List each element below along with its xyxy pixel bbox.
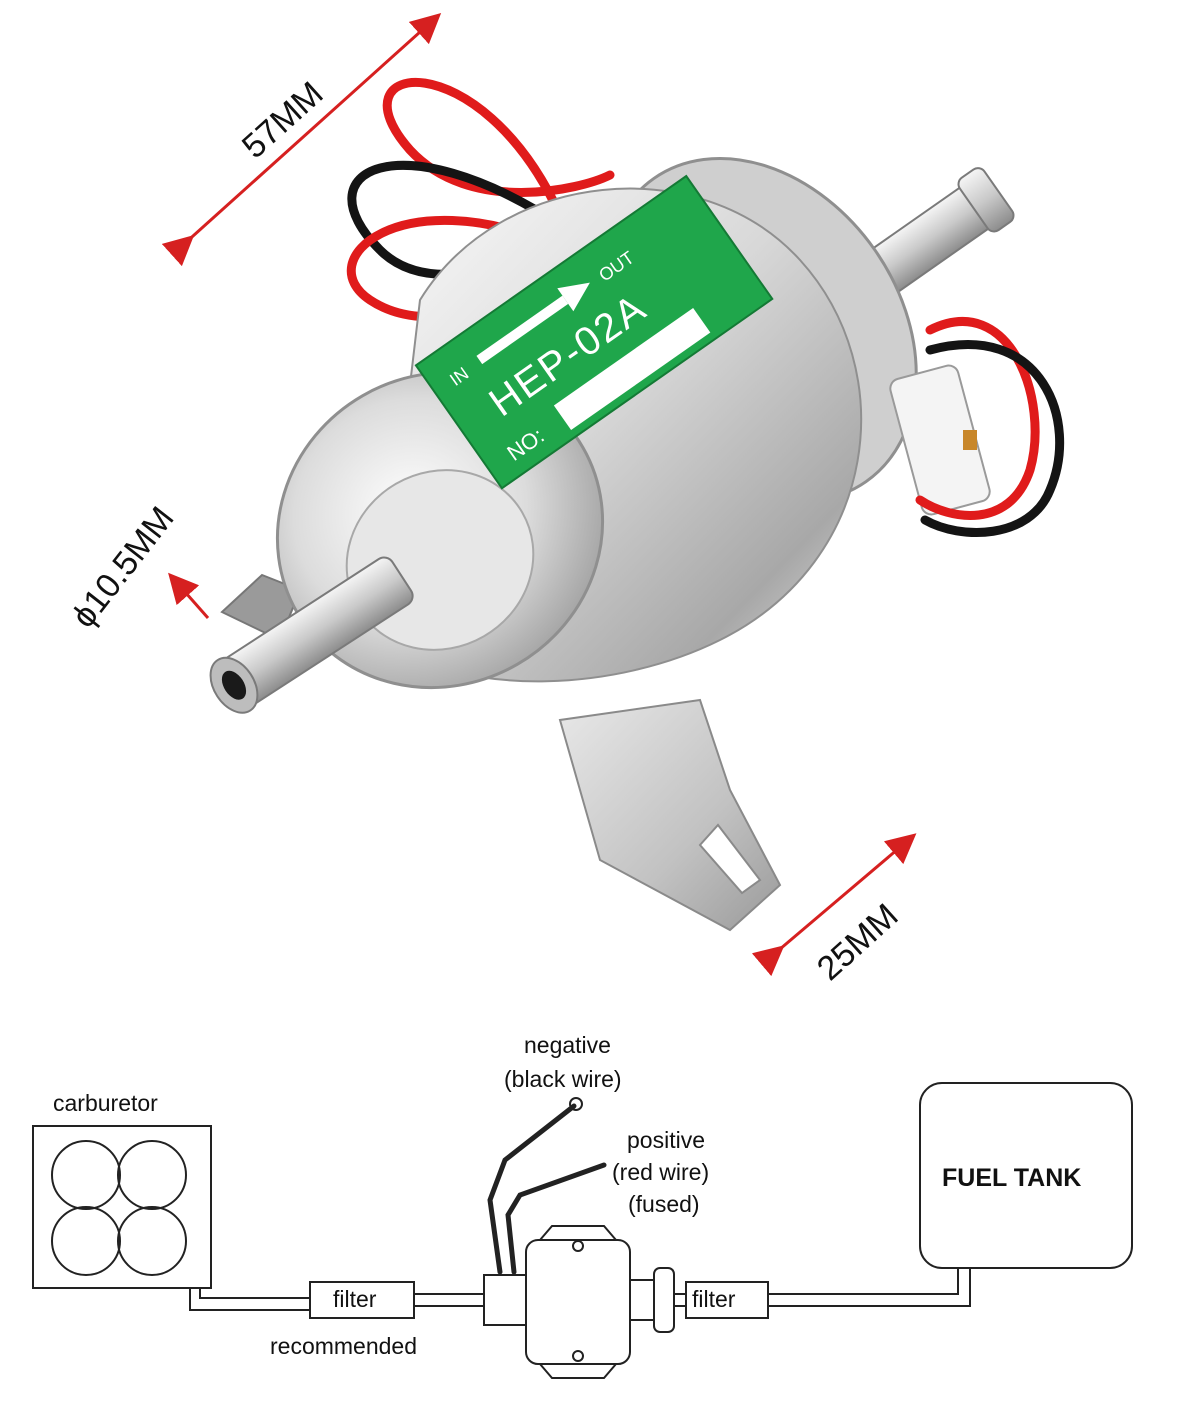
dimension-line-diameter	[168, 572, 210, 619]
filter-left-label: filter	[333, 1286, 377, 1312]
side-black-wire	[920, 340, 1065, 537]
dimension-line-bracket	[751, 833, 917, 977]
positive-label-line1: positive	[627, 1127, 705, 1153]
carburetor-barrel-3	[51, 1206, 121, 1276]
fuel-tank-box	[919, 1082, 1133, 1269]
carburetor-barrel-1	[51, 1140, 121, 1210]
pump-bottom-mount-hole	[572, 1350, 584, 1362]
negative-wire-terminal	[569, 1097, 583, 1111]
positive-label-line3: (fused)	[628, 1191, 700, 1217]
fuel-pump-illustration: IN OUT HEP-02A NO: 57MM ϕ10.5MM 25MM	[64, 12, 1065, 988]
pump-label: IN OUT HEP-02A NO:	[414, 174, 774, 490]
negative-label-line1: negative	[524, 1032, 611, 1058]
dimension-line-length	[161, 12, 442, 267]
negative-wire	[487, 1103, 577, 1275]
pump-bottom-mount	[539, 1363, 617, 1379]
negative-label-line2: (black wire)	[504, 1066, 622, 1092]
carburetor-label: carburetor	[53, 1090, 158, 1116]
positive-wire	[505, 1162, 607, 1275]
recommended-label: recommended	[270, 1333, 417, 1359]
pump-top-mount-hole	[572, 1240, 584, 1252]
pump-schematic-body	[525, 1239, 631, 1365]
carburetor-barrel-2	[117, 1140, 187, 1210]
label-arrow-head	[557, 282, 590, 312]
pump-inlet-coupler	[483, 1274, 527, 1326]
connector-pin	[963, 430, 977, 450]
pump-outlet-fitting	[629, 1279, 655, 1321]
filter-right-label: filter	[692, 1286, 736, 1312]
bracket-slot	[698, 823, 762, 895]
installation-diagram: carburetor filter recommended negative (…	[32, 1032, 1133, 1379]
fuel-line-mid-right	[674, 1293, 686, 1307]
carburetor-box	[32, 1125, 212, 1289]
filter-right-box	[685, 1281, 769, 1319]
label-flow-arrow	[476, 295, 569, 365]
filter-left-box	[309, 1281, 415, 1319]
fuel-line-mid-left	[414, 1293, 484, 1307]
fuel-tank-label: FUEL TANK	[942, 1164, 1081, 1192]
carburetor-barrel-4	[117, 1206, 187, 1276]
positive-label-line2: (red wire)	[612, 1159, 709, 1185]
dimension-length-text: 57MM	[235, 74, 331, 165]
fuel-line-left	[189, 1288, 310, 1311]
pump-top-mount	[539, 1225, 617, 1241]
dimension-diameter-text: ϕ10.5MM	[64, 500, 181, 635]
fuel-line-right	[768, 1268, 971, 1307]
mounting-bracket	[558, 698, 782, 932]
side-red-wire	[915, 317, 1040, 520]
pump-outlet-nut	[653, 1267, 675, 1333]
label-serial-box	[553, 307, 711, 431]
inlet-tube	[209, 556, 414, 714]
